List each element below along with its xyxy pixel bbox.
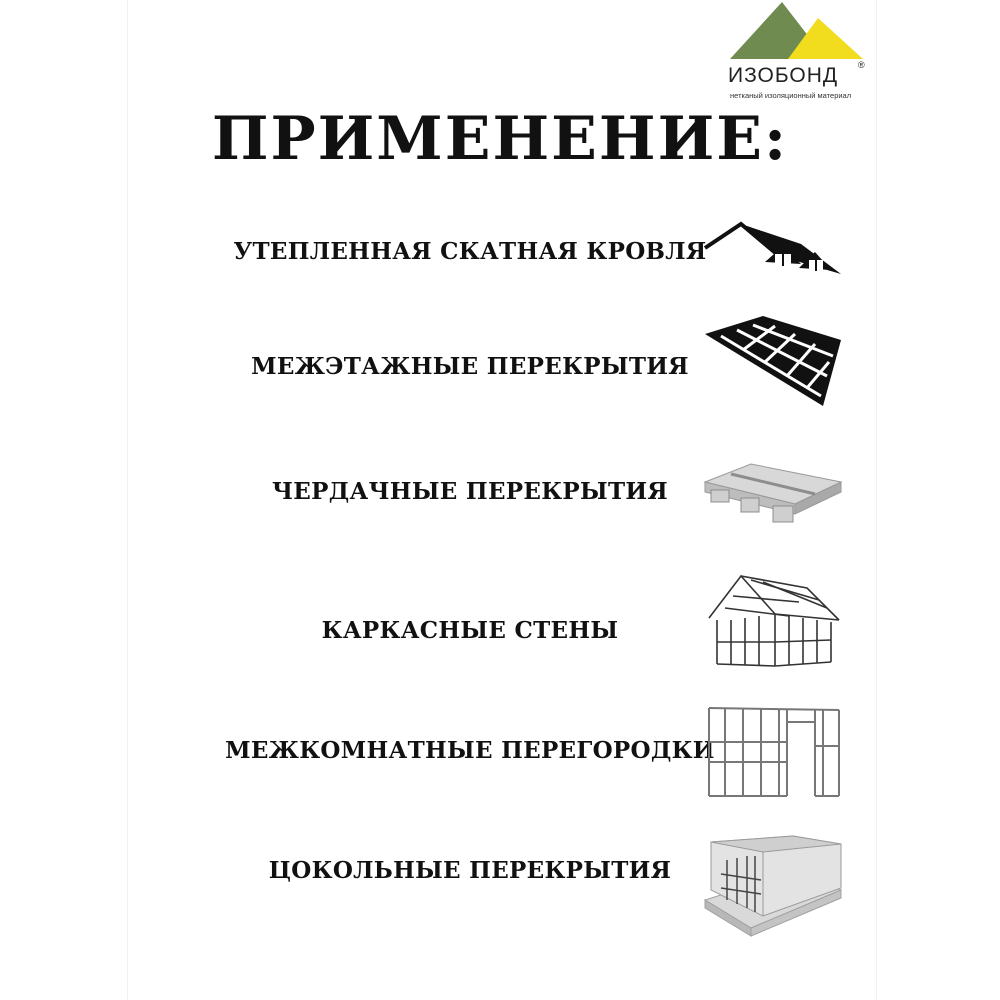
attic-floor-icon xyxy=(703,463,843,523)
application-label-attic: ЧЕРДАЧНЫЕ ПЕРЕКРЫТИЯ xyxy=(272,478,668,505)
frame-house-icon xyxy=(708,574,840,667)
pitched-roof-icon xyxy=(703,221,841,274)
logo-registered-mark: ® xyxy=(858,60,865,70)
logo-mountains-icon xyxy=(730,2,863,59)
page-title: ПРИМЕНЕНИЕ: xyxy=(211,104,789,174)
application-label-frame-walls: КАРКАСНЫЕ СТЕНЫ xyxy=(321,617,619,644)
application-label-basement: ЦОКОЛЬНЫЕ ПЕРЕКРЫТИЯ xyxy=(268,857,672,884)
application-label-partitions: МЕЖКОМНАТНЫЕ ПЕРЕГОРОДКИ xyxy=(225,737,715,764)
partition-frame-icon xyxy=(708,707,840,797)
floor-joists-icon xyxy=(705,316,841,406)
logo-tagline: нетканый изоляционный материал xyxy=(730,91,852,100)
logo-name: ИЗОБОНД xyxy=(728,64,839,87)
application-label-pitched-roof: УТЕПЛЕННАЯ СКАТНАЯ КРОВЛЯ xyxy=(233,238,707,265)
basement-floor-icon xyxy=(703,835,843,937)
application-label-interfloor: МЕЖЭТАЖНЫЕ ПЕРЕКРЫТИЯ xyxy=(251,353,689,380)
